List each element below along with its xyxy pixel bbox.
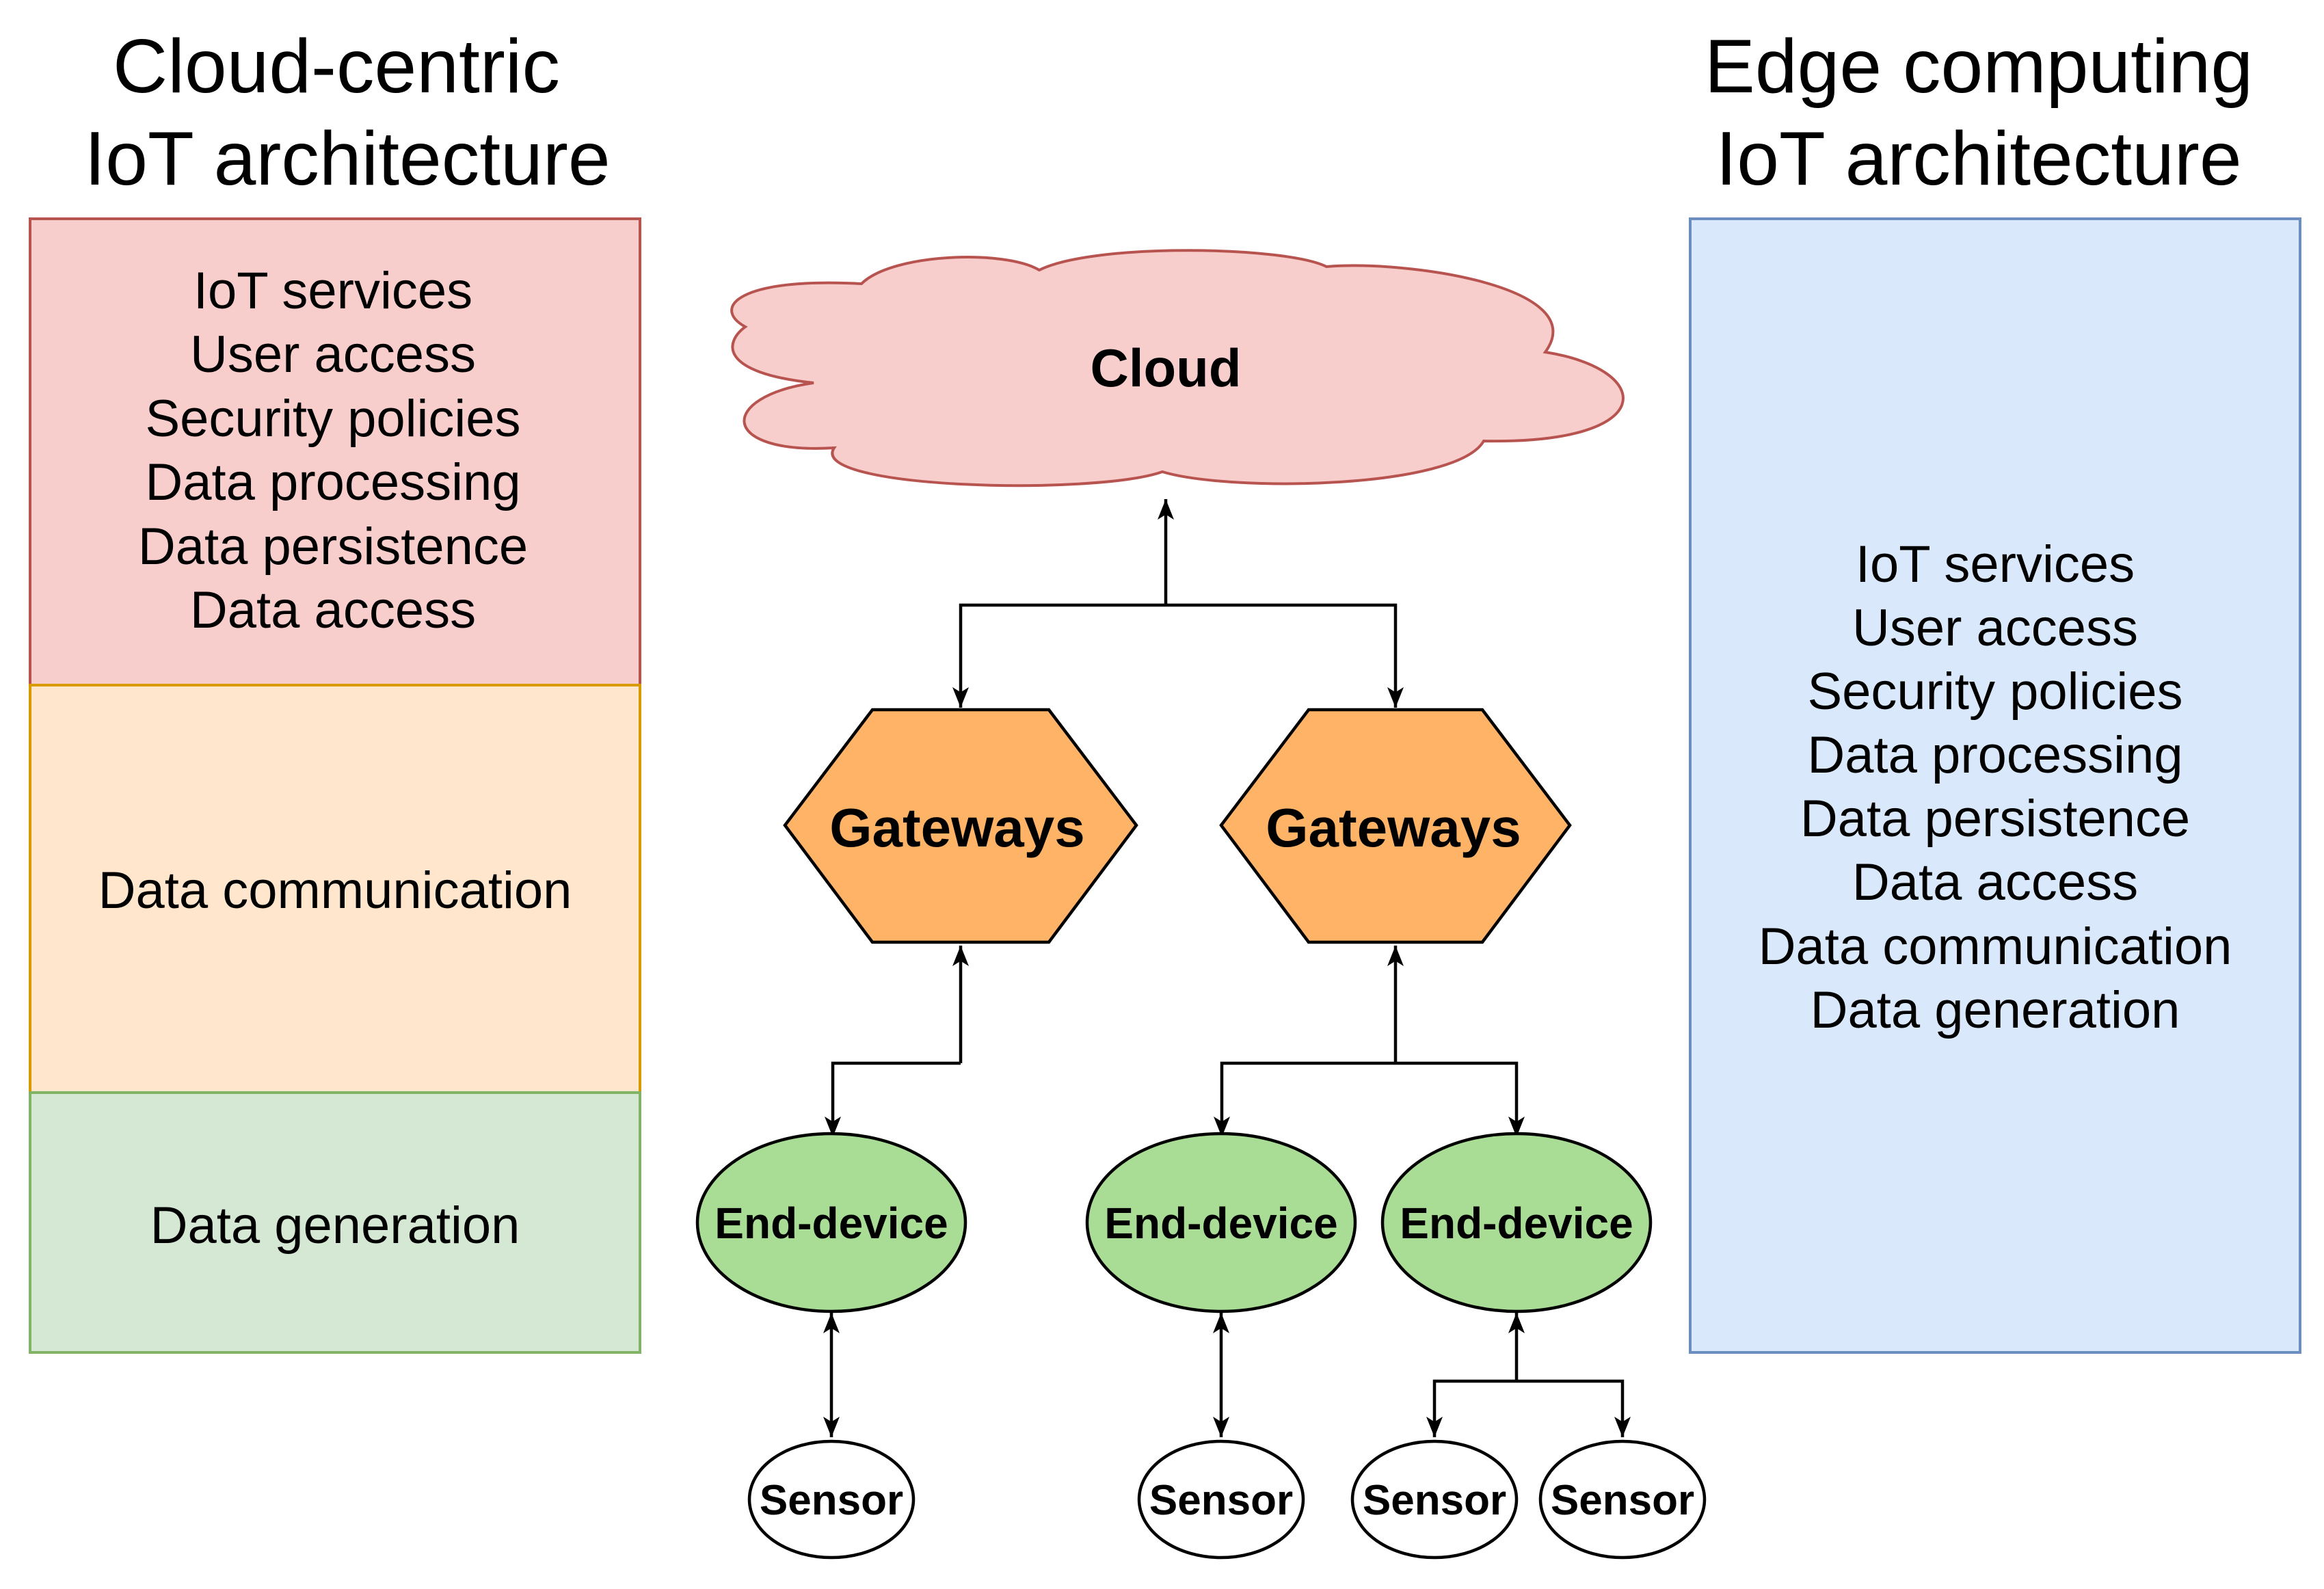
end-device-label-1: End-device bbox=[714, 1199, 948, 1248]
right-title-line-1: Edge computing bbox=[1705, 24, 2253, 109]
left-item-security-policies: Security policies bbox=[145, 390, 520, 448]
right-title-line-2: IoT architecture bbox=[1715, 116, 2241, 201]
left-item-data-generation: Data generation bbox=[150, 1197, 520, 1255]
right-item-user-access: User access bbox=[1852, 599, 2138, 657]
sensor-label-1: Sensor bbox=[760, 1477, 903, 1524]
gateway-label-2: Gateways bbox=[1266, 797, 1521, 858]
left-item-user-access: User access bbox=[190, 325, 476, 384]
left-top-layer-list: IoT services User access Security polici… bbox=[138, 262, 528, 639]
sensor-label-4: Sensor bbox=[1551, 1477, 1694, 1524]
edge-to-end-device-2 bbox=[1214, 1061, 1395, 1137]
right-panel: Edge computing IoT architecture IoT serv… bbox=[1689, 24, 2301, 1354]
left-item-data-access: Data access bbox=[190, 581, 476, 639]
left-top-layer-box bbox=[29, 217, 641, 686]
sensor-label-3: Sensor bbox=[1363, 1477, 1506, 1524]
right-item-data-processing: Data processing bbox=[1807, 726, 2182, 784]
left-item-data-communication: Data communication bbox=[98, 862, 572, 920]
sensor-ellipse-2 bbox=[1137, 1439, 1305, 1560]
left-item-data-persistence: Data persistence bbox=[138, 518, 528, 576]
end-device-ellipse-2 bbox=[1085, 1132, 1357, 1313]
left-bottom-layer-box bbox=[29, 1091, 641, 1354]
edge-to-sensor-3 bbox=[1426, 1379, 1517, 1437]
right-item-iot-services: IoT services bbox=[1856, 535, 2135, 593]
right-panel-box bbox=[1689, 217, 2301, 1354]
gateway-label-1: Gateways bbox=[829, 797, 1085, 858]
right-item-data-persistence: Data persistence bbox=[1800, 790, 2190, 848]
gateway-hexagon-1 bbox=[783, 708, 1138, 944]
right-item-data-communication: Data communication bbox=[1759, 918, 2232, 976]
left-middle-layer-box bbox=[29, 684, 641, 1094]
end-device-label-3: End-device bbox=[1400, 1199, 1633, 1248]
edge-to-gateway-2 bbox=[1166, 603, 1404, 708]
edge-to-sensor-4 bbox=[1517, 1379, 1631, 1437]
left-panel: Cloud-centric IoT architecture IoT servi… bbox=[29, 24, 641, 1354]
cloud-label: Cloud bbox=[1091, 338, 1242, 398]
sensor-ellipse-3 bbox=[1350, 1439, 1519, 1560]
sensor-label-2: Sensor bbox=[1149, 1477, 1293, 1524]
left-item-data-processing: Data processing bbox=[145, 453, 520, 511]
left-title-line-2: IoT architecture bbox=[84, 116, 610, 201]
left-item-iot-services: IoT services bbox=[193, 262, 472, 320]
cloud-shape bbox=[730, 249, 1625, 488]
end-device-ellipse-3 bbox=[1380, 1132, 1653, 1313]
end-device-label-2: End-device bbox=[1104, 1199, 1337, 1248]
right-item-security-policies: Security policies bbox=[1807, 663, 2182, 721]
edge-to-end-device-1 bbox=[825, 1061, 961, 1137]
left-title-line-1: Cloud-centric bbox=[113, 24, 560, 109]
right-item-data-generation: Data generation bbox=[1811, 981, 2180, 1039]
edge-to-end-device-3 bbox=[1395, 1061, 1525, 1137]
right-panel-list: IoT services User access Security polici… bbox=[1759, 535, 2232, 1039]
right-item-data-access: Data access bbox=[1852, 853, 2138, 911]
edge-to-gateway-1 bbox=[952, 603, 1166, 708]
end-device-ellipse-1 bbox=[695, 1132, 967, 1313]
sensor-ellipse-4 bbox=[1538, 1439, 1707, 1560]
gateway-hexagon-2 bbox=[1219, 708, 1572, 944]
network-diagram: Cloud Gateways Gateways End-device End-d… bbox=[695, 249, 1707, 1560]
sensor-ellipse-1 bbox=[747, 1439, 916, 1560]
